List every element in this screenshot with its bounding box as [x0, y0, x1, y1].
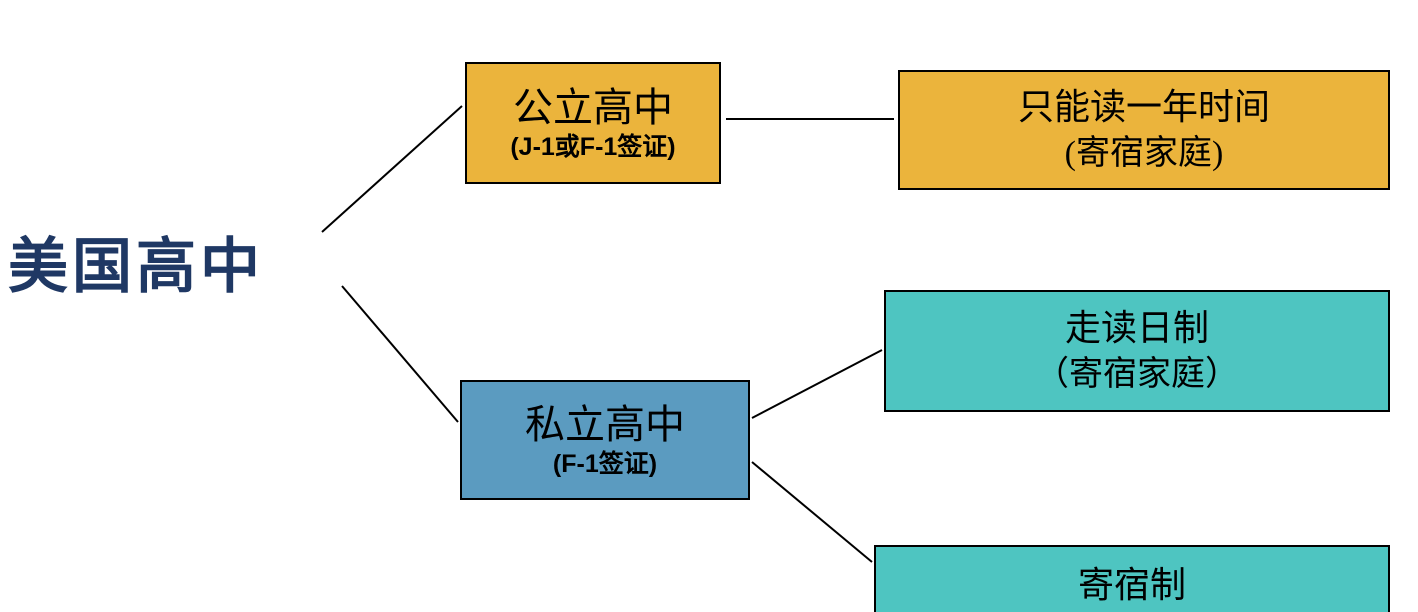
node-public-high-school: 公立高中 (J-1或F-1签证): [465, 62, 721, 184]
node-private-high-school: 私立高中 (F-1签证): [460, 380, 750, 500]
node-sublabel: (F-1签证): [552, 449, 658, 478]
node-label: 公立高中: [513, 84, 673, 130]
connector-private-to-day: [751, 349, 883, 419]
connector-private-to-boarding: [751, 461, 873, 563]
connector-root-to-private: [341, 285, 459, 423]
node-private-boarding-school: 寄宿制: [874, 545, 1390, 612]
node-public-one-year: 只能读一年时间 (寄宿家庭): [898, 70, 1390, 190]
connector-root-to-public: [321, 105, 463, 233]
node-label: 只能读一年时间: [1017, 86, 1270, 127]
node-sublabel: (寄宿家庭): [1064, 135, 1224, 173]
node-label: 走读日制: [1064, 307, 1209, 348]
node-sublabel: (J-1或F-1签证): [510, 132, 676, 161]
node-private-day-school: 走读日制 （寄宿家庭）: [884, 290, 1390, 412]
root-label: 美国高中: [8, 234, 264, 300]
node-label: 寄宿制: [1077, 565, 1186, 605]
node-sublabel: （寄宿家庭）: [1035, 356, 1239, 394]
node-label: 私立高中: [525, 401, 685, 447]
